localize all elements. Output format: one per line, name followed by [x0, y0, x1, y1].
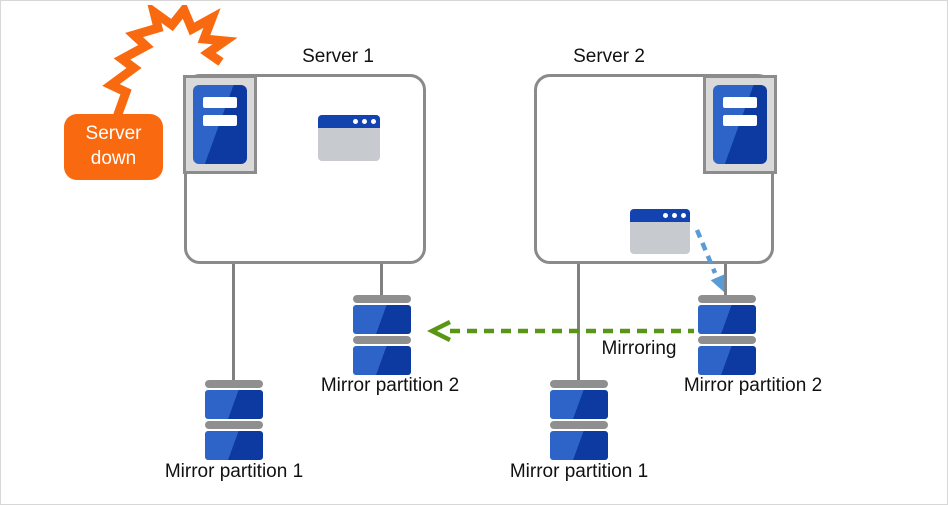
- disk-cap: [353, 336, 411, 344]
- window-dot: [371, 119, 376, 124]
- server-tower-slot: [723, 97, 757, 108]
- server-tower-body: [193, 85, 247, 164]
- server2-partition2-label: Mirror partition 2: [683, 375, 823, 396]
- app-window-icon: [630, 209, 690, 254]
- window-dot: [663, 213, 668, 218]
- disk-partition-icon: [698, 295, 756, 377]
- disk-platter: [698, 305, 756, 334]
- server-tower-slot: [723, 115, 757, 126]
- disk-cap: [698, 336, 756, 344]
- disk-cap: [550, 380, 608, 388]
- disk-partition-icon: [205, 380, 263, 462]
- server1-partition2-label: Mirror partition 2: [320, 375, 460, 396]
- disk-partition-icon: [550, 380, 608, 462]
- disk-platter: [550, 431, 608, 460]
- window-dot: [353, 119, 358, 124]
- server-tower-icon: [183, 75, 257, 174]
- window-dot: [362, 119, 367, 124]
- connector-line: [380, 259, 383, 297]
- disk-platter: [205, 431, 263, 460]
- server-down-badge: Server down: [64, 114, 163, 180]
- disk-cap: [550, 421, 608, 429]
- disk-platter: [550, 390, 608, 419]
- window-dot: [681, 213, 686, 218]
- server-down-line2: down: [90, 148, 137, 169]
- disk-platter: [353, 346, 411, 375]
- disk-cap: [698, 295, 756, 303]
- server1-partition1-label: Mirror partition 1: [164, 461, 304, 482]
- app-window-titlebar: [318, 115, 380, 128]
- disk-partition-icon: [353, 295, 411, 377]
- disk-cap: [205, 421, 263, 429]
- connector-line: [724, 259, 727, 297]
- window-dot: [672, 213, 677, 218]
- server2-title: Server 2: [573, 46, 645, 67]
- disk-platter: [205, 390, 263, 419]
- server-tower-slot: [203, 115, 237, 126]
- app-window-titlebar: [630, 209, 690, 222]
- server1-title: Server 1: [302, 46, 374, 67]
- server-down-line1: Server: [85, 123, 142, 145]
- app-window-icon: [318, 115, 380, 161]
- server-tower-body: [713, 85, 767, 164]
- disk-cap: [353, 295, 411, 303]
- connector-line: [232, 259, 235, 382]
- disk-platter: [353, 305, 411, 334]
- disk-cap: [205, 380, 263, 388]
- mirroring-label: Mirroring: [601, 338, 677, 359]
- server2-partition1-label: Mirror partition 1: [509, 461, 649, 482]
- connector-line: [577, 259, 580, 382]
- disk-platter: [698, 346, 756, 375]
- server-tower-icon: [703, 75, 777, 174]
- server-tower-slot: [203, 97, 237, 108]
